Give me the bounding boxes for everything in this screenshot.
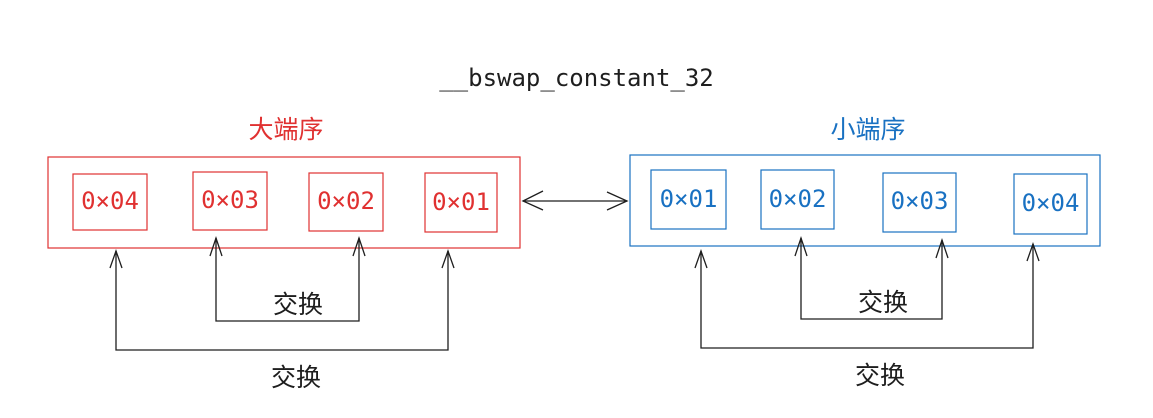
- swap-label-inner-big-endian: 交换: [272, 290, 323, 319]
- big-endian-byte-box: [424, 172, 498, 233]
- little-endian-byte-box: [1013, 173, 1088, 235]
- little-endian-label: 小端序: [830, 115, 906, 144]
- swap-label-outer-big-endian: 交换: [270, 363, 321, 392]
- little-endian-byte-box: [760, 169, 835, 230]
- big-endian-byte: 0×03: [201, 186, 259, 214]
- little-endian-byte-box: [882, 172, 957, 233]
- swap-arrows-outer-big-endian-icon: [109, 249, 455, 351]
- double-headed-arrow-icon: [521, 190, 629, 211]
- big-endian-byte: 0×01: [432, 188, 490, 216]
- big-endian-label: 大端序: [248, 115, 324, 144]
- big-endian-byte-box: [192, 171, 268, 231]
- swap-arrows-inner-big-endian-icon: [209, 235, 366, 322]
- diagram-title: __bswap_constant_32: [439, 64, 714, 92]
- big-endian-byte-box: [72, 173, 148, 231]
- big-endian-byte-box: [308, 172, 384, 232]
- little-endian-byte-box: [650, 169, 727, 230]
- swap-label-inner-little-endian: 交换: [857, 288, 908, 317]
- little-endian-byte: 0×02: [768, 185, 827, 213]
- swap-arrows-outer-little-endian-icon: [694, 242, 1040, 349]
- big-endian-byte: 0×04: [81, 187, 139, 215]
- little-endian-byte: 0×01: [659, 185, 718, 213]
- big-endian-container: [47, 156, 521, 249]
- little-endian-byte: 0×03: [890, 187, 949, 215]
- little-endian-byte: 0×04: [1021, 189, 1080, 217]
- little-endian-container: [629, 154, 1101, 247]
- swap-label-outer-little-endian: 交换: [854, 361, 905, 390]
- big-endian-byte: 0×02: [317, 187, 375, 215]
- swap-arrows-inner-little-endian-icon: [794, 235, 949, 320]
